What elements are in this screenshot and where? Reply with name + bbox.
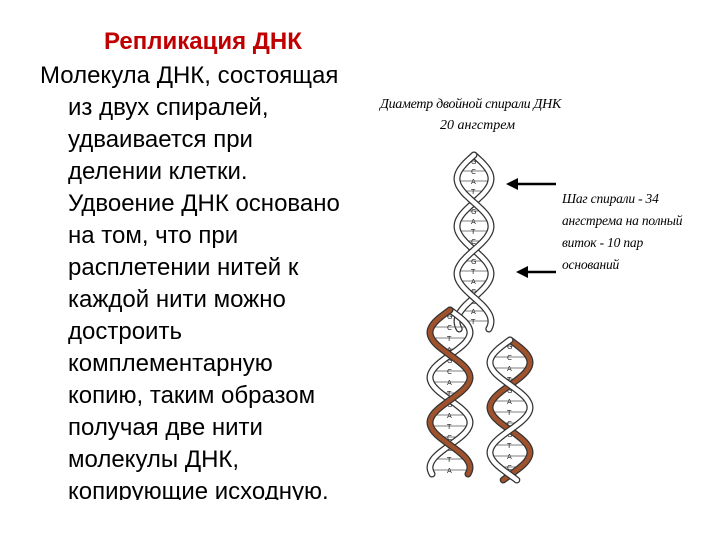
- svg-text:T: T: [446, 456, 452, 464]
- svg-text:A: A: [471, 278, 476, 286]
- dna-figure: Диаметр двойной спирали ДНК 20 ангстрем …: [392, 80, 702, 520]
- svg-text:A: A: [507, 453, 512, 461]
- body-line: удваивается при: [40, 124, 392, 156]
- svg-text:G: G: [471, 208, 476, 216]
- svg-text:A: A: [447, 379, 452, 387]
- svg-text:T: T: [446, 423, 452, 431]
- slide-title: Репликация ДНК: [104, 28, 364, 56]
- body-text: Молекула ДНК, состоящая из двух спиралей…: [40, 60, 392, 500]
- svg-text:T: T: [506, 442, 512, 450]
- svg-text:T: T: [470, 228, 476, 236]
- svg-text:T: T: [470, 268, 476, 276]
- body-line: Молекула ДНК, состоящая: [40, 60, 392, 92]
- svg-text:A: A: [471, 178, 476, 186]
- svg-text:T: T: [446, 335, 452, 343]
- arrow-icon: [516, 266, 556, 278]
- svg-text:A: A: [447, 412, 452, 420]
- body-line: расплетении нитей к: [40, 252, 392, 284]
- svg-text:A: A: [471, 308, 476, 316]
- body-line: достроить: [40, 316, 392, 348]
- svg-text:T: T: [470, 188, 476, 196]
- arrow-icon: [506, 178, 556, 190]
- svg-text:A: A: [507, 398, 512, 406]
- svg-text:C: C: [447, 368, 452, 376]
- svg-text:C: C: [507, 354, 512, 362]
- body-line: каждой нити можно: [40, 284, 392, 316]
- body-line: комплементарную: [40, 348, 392, 380]
- body-line: Удвоение ДНК основано: [40, 188, 392, 220]
- body-line: на том, что при: [40, 220, 392, 252]
- body-line: копию, таким образом: [40, 380, 392, 412]
- body-line: из двух спиралей,: [40, 92, 392, 124]
- svg-text:A: A: [471, 218, 476, 226]
- svg-text:T: T: [506, 409, 512, 417]
- body-line: делении клетки.: [40, 156, 392, 188]
- body-line: молекулы ДНК,: [40, 444, 392, 476]
- svg-text:A: A: [447, 467, 452, 475]
- body-line: получая две нити: [40, 412, 392, 444]
- svg-text:C: C: [447, 324, 452, 332]
- svg-text:G: G: [471, 258, 476, 266]
- body-line: копирующие исходную.: [40, 476, 392, 500]
- svg-text:A: A: [507, 365, 512, 373]
- svg-text:C: C: [471, 168, 476, 176]
